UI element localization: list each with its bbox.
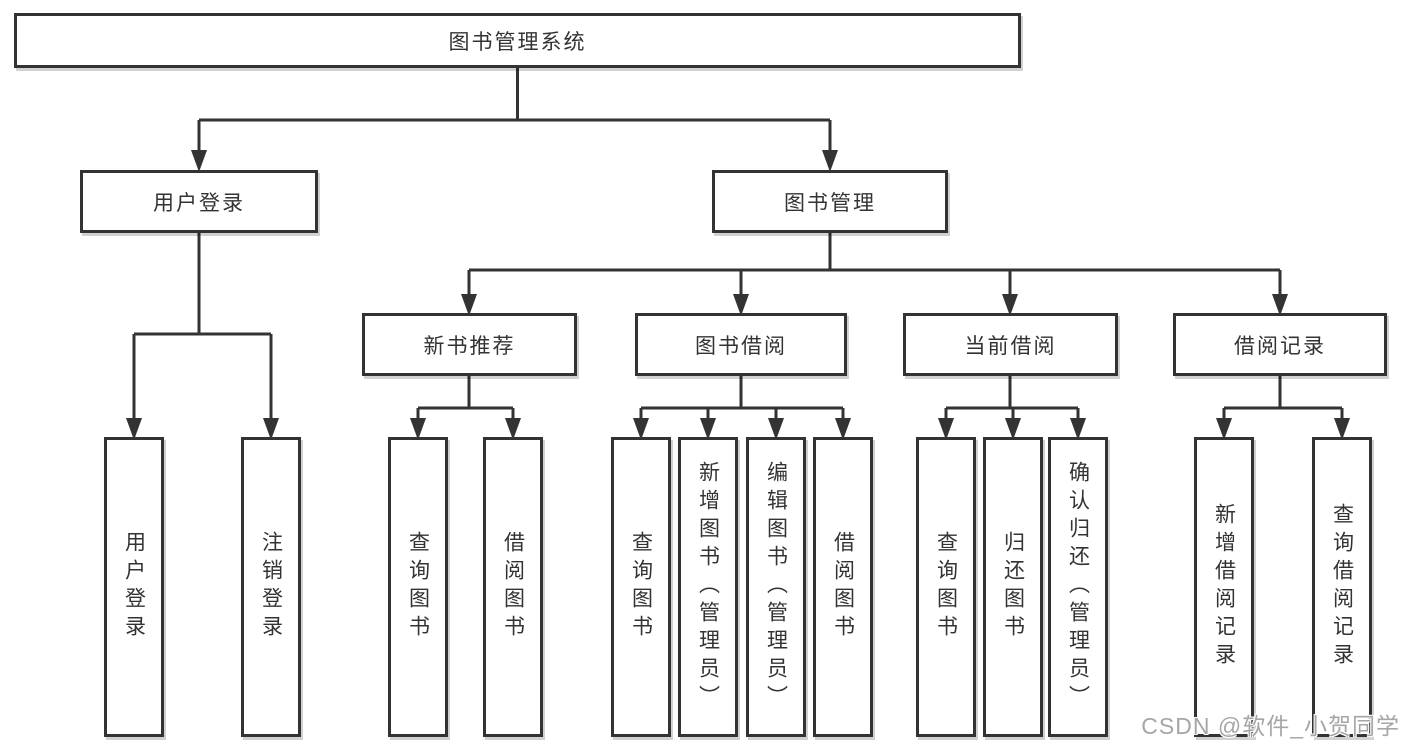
leaf-user-login: 用户登录 [104,437,164,737]
node-current-borrow: 当前借阅 [903,313,1118,376]
leaf-query-borrow-record: 查询借阅记录 [1312,437,1372,737]
node-book-management: 图书管理 [712,170,948,233]
leaf-return-book: 归还图书 [983,437,1043,737]
leaf-add-borrow-record: 新增借阅记录 [1194,437,1254,737]
node-borrow-records: 借阅记录 [1173,313,1387,376]
leaf-query-books-recommend: 查询图书 [388,437,448,737]
leaf-borrow-books: 借阅图书 [813,437,873,737]
leaf-add-book-admin: 新增图书（管理员） [678,437,738,737]
node-user-login: 用户登录 [80,170,318,233]
node-new-book-recommend: 新书推荐 [362,313,577,376]
node-book-borrow: 图书借阅 [635,313,847,376]
node-library-management-system: 图书管理系统 [14,13,1021,68]
leaf-confirm-return-admin: 确认归还（管理员） [1048,437,1108,737]
csdn-watermark: CSDN @软件_小贺同学 [1141,713,1400,739]
leaf-edit-book-admin: 编辑图书（管理员） [746,437,806,737]
leaf-borrow-books-recommend: 借阅图书 [483,437,543,737]
leaf-query-books-borrow: 查询图书 [611,437,671,737]
leaf-query-books-current: 查询图书 [916,437,976,737]
leaf-logout: 注销登录 [241,437,301,737]
